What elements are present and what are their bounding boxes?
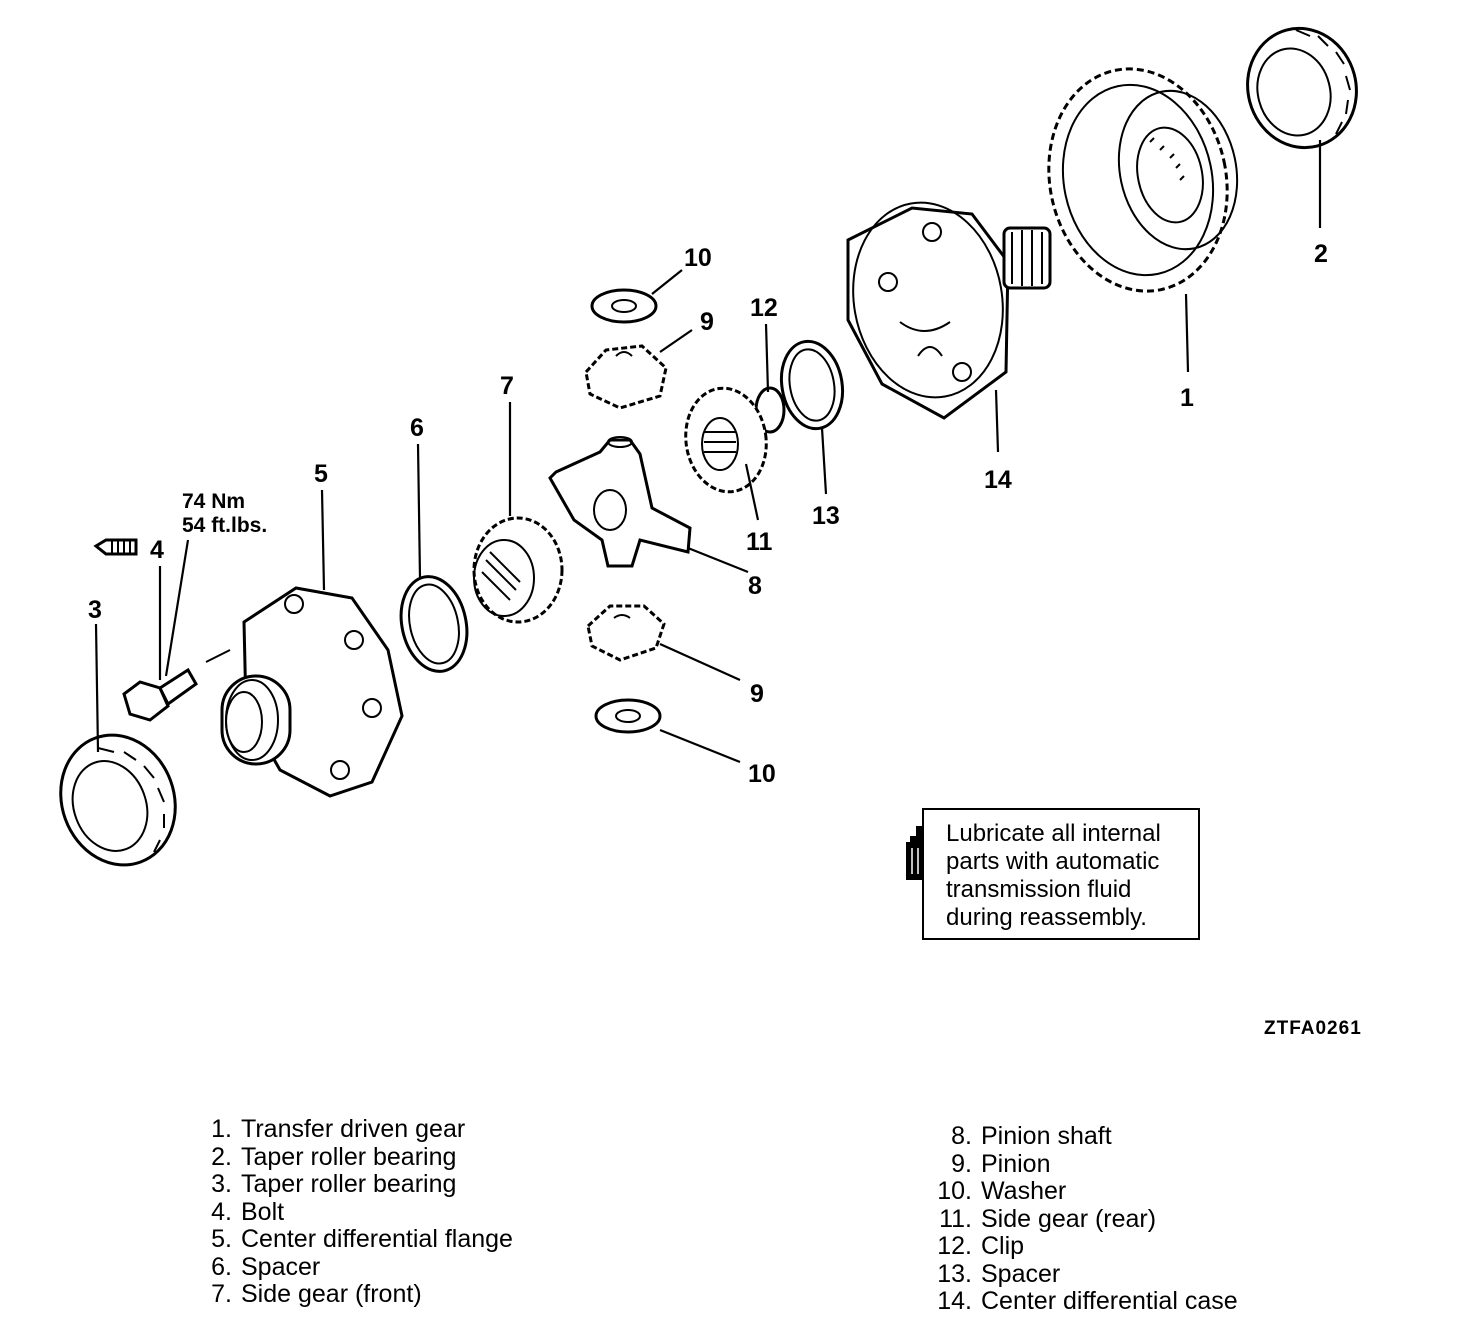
legend-item: 11. Side gear (rear) — [920, 1204, 1238, 1234]
taper-roller-bearing-rear — [1246, 26, 1358, 150]
callout-2: 2 — [1314, 240, 1328, 268]
callout-9-bottom: 9 — [750, 680, 764, 708]
legend-item-label: Pinion shaft — [981, 1122, 1112, 1150]
legend-item-label: Clip — [981, 1232, 1025, 1260]
legend-item-label: Side gear (front) — [241, 1280, 422, 1308]
legend-right: 8. Pinion shaft 9. Pinion 10. Washer 11. Side g… — [920, 1122, 1238, 1316]
pinion-top — [584, 344, 668, 410]
callout-14: 14 — [984, 466, 1012, 494]
legend-item: 8. Pinion shaft — [920, 1122, 1238, 1151]
legend-item-label: Spacer — [981, 1259, 1061, 1288]
callout-4: 4 — [150, 536, 164, 564]
legend-item-label: Taper roller bearing — [241, 1142, 457, 1171]
legend-item-label: Washer — [981, 1177, 1067, 1205]
thread-locker-icon — [93, 538, 138, 556]
legend-item-label: Spacer — [241, 1252, 321, 1281]
legend-item-label: Side gear (rear) — [981, 1204, 1157, 1233]
legend-item: 13. Spacer — [920, 1259, 1238, 1289]
legend-item: 9. Pinion — [920, 1149, 1238, 1179]
callout-5: 5 — [314, 460, 328, 488]
legend-item: 2. Taper roller bearing — [198, 1142, 513, 1172]
callout-8: 8 — [748, 572, 762, 600]
legend-item: 3. Taper roller bearing — [198, 1170, 513, 1199]
callout-9-top: 9 — [700, 308, 714, 336]
pinion-bottom — [586, 604, 666, 662]
figure-id: ZTFA0261 — [1264, 1018, 1362, 1039]
legend-item-number: 4. — [211, 1197, 232, 1226]
torque-ftlbs: 54 ft.lbs. — [182, 514, 267, 537]
callout-3: 3 — [88, 596, 102, 624]
legend-item-number: 2. — [211, 1142, 232, 1171]
legend-item-number: 8. — [951, 1122, 972, 1150]
legend-item-number: 1. — [211, 1115, 232, 1143]
legend-item-number: 14. — [937, 1287, 972, 1315]
lubrication-note-text: Lubricate all internal parts with automa… — [946, 820, 1161, 931]
legend-item: 14. Center differential case — [920, 1287, 1238, 1316]
exploded-view-diagram: 1 2 3 4 5 6 7 8 9 10 9 10 11 12 13 14 74… — [59, 26, 1362, 1039]
legend-item-label: Transfer driven gear — [241, 1115, 466, 1143]
legend-item: 10. Washer — [920, 1177, 1238, 1206]
legend-item-number: 10. — [937, 1177, 972, 1205]
callout-6: 6 — [410, 414, 424, 442]
torque-nm: 74 Nm — [182, 490, 245, 513]
leader-lines — [94, 140, 1322, 764]
legend-item-number: 13. — [937, 1259, 972, 1288]
legend-item-label: Pinion — [981, 1149, 1051, 1178]
spacer-rear — [779, 339, 845, 431]
legend-item: 12. Clip — [920, 1232, 1238, 1261]
legend-item-label: Bolt — [241, 1197, 285, 1226]
spacer-front — [399, 575, 469, 673]
callout-12: 12 — [750, 294, 778, 322]
callout-10-bottom: 10 — [748, 760, 776, 788]
callout-10-top: 10 — [684, 244, 712, 272]
pinion-shaft — [548, 436, 692, 568]
legend-item: 5. Center differential flange — [198, 1225, 513, 1254]
washer-bottom — [594, 698, 662, 734]
legend-item-number: 6. — [211, 1252, 232, 1281]
callout-1: 1 — [1180, 384, 1194, 412]
legend-item-number: 12. — [937, 1232, 972, 1260]
callout-13: 13 — [812, 502, 840, 530]
legend-item-number: 7. — [211, 1280, 232, 1308]
legend-left: 1. Transfer driven gear 2. Taper roller bea… — [198, 1115, 513, 1309]
washer-top — [590, 288, 658, 324]
legend-item-label: Center differential flange — [241, 1225, 513, 1253]
legend-item-number: 3. — [211, 1170, 232, 1198]
legend-item-number: 11. — [939, 1204, 972, 1233]
legend-item-label: Taper roller bearing — [241, 1170, 457, 1198]
taper-roller-bearing-front — [59, 733, 177, 867]
legend-item-number: 9. — [951, 1149, 972, 1178]
center-differential-flange — [220, 586, 404, 798]
legend-item-label: Center differential case — [981, 1287, 1238, 1315]
center-differential-case — [846, 201, 1052, 420]
callout-11: 11 — [746, 528, 773, 556]
transfer-driven-gear — [1047, 67, 1239, 293]
legend-item: 6. Spacer — [198, 1252, 513, 1282]
legend-item: 1. Transfer driven gear — [198, 1115, 513, 1144]
side-gear-front — [472, 516, 564, 624]
lubrication-note-box — [922, 808, 1200, 940]
legend-item: 4. Bolt — [198, 1197, 513, 1227]
callout-7: 7 — [500, 372, 514, 400]
legend-item-number: 5. — [211, 1225, 232, 1253]
legend-item: 7. Side gear (front) — [198, 1280, 513, 1309]
bolt — [122, 649, 231, 722]
